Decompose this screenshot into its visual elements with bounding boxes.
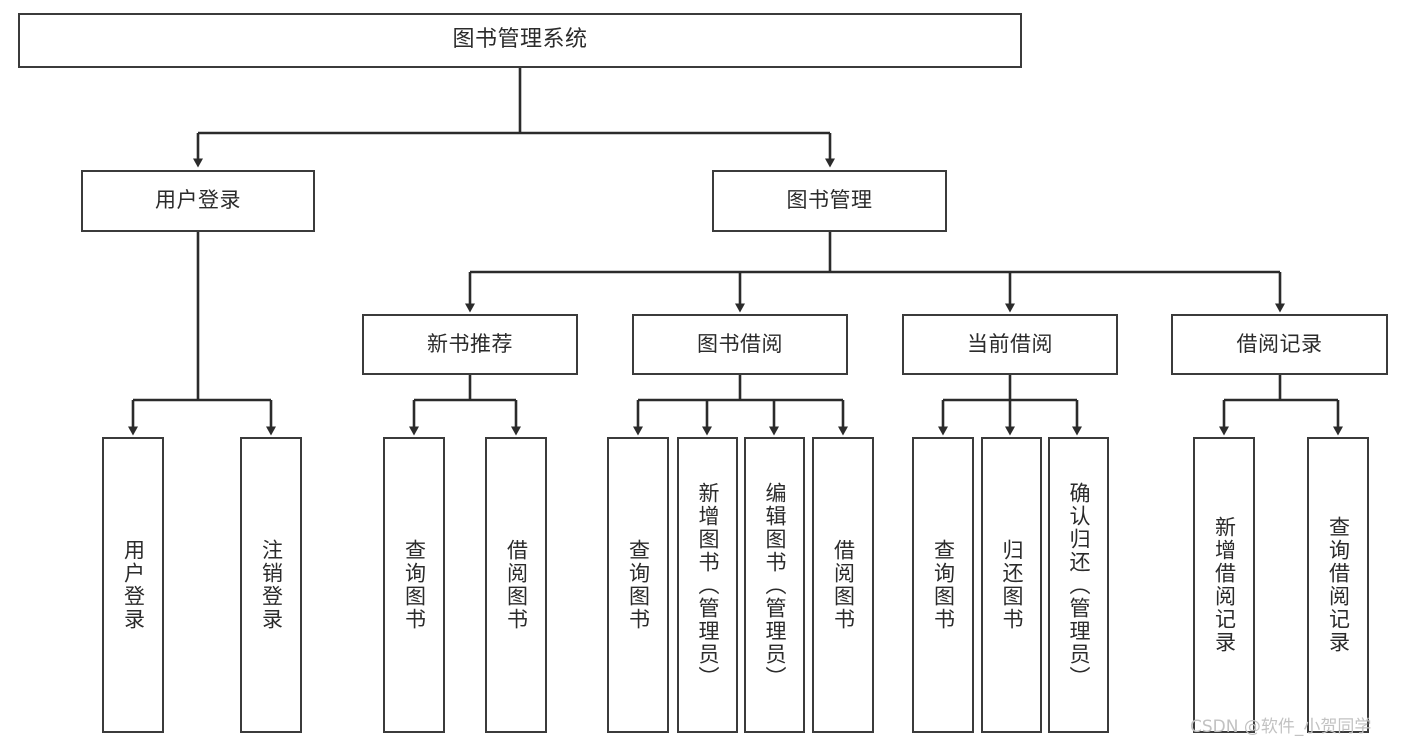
node-label: 查询图书 — [626, 539, 651, 631]
leaf-current-confirm-return-admin[interactable]: 确认归还（管理员） — [1048, 437, 1109, 733]
csdn-watermark: CSDN @软件_小贺同学 — [1190, 717, 1372, 737]
node-label: 归还图书 — [1000, 539, 1024, 631]
node-label: 用户登录 — [155, 188, 241, 213]
node-borrow-records[interactable]: 借阅记录 — [1171, 314, 1388, 375]
leaf-borrow-add-book-admin[interactable]: 新增图书（管理员） — [677, 437, 738, 733]
leaf-borrow-borrow-book[interactable]: 借阅图书 — [812, 437, 874, 733]
node-new-book-recommend[interactable]: 新书推荐 — [362, 314, 578, 375]
node-book-management[interactable]: 图书管理 — [712, 170, 947, 232]
leaf-new-books-borrow-book[interactable]: 借阅图书 — [485, 437, 547, 733]
node-label: 图书管理 — [786, 188, 873, 213]
node-label: 查询图书 — [402, 539, 427, 631]
leaf-new-books-query-book[interactable]: 查询图书 — [383, 437, 445, 733]
node-label: 借阅记录 — [1236, 331, 1323, 356]
node-label: 借阅图书 — [504, 539, 529, 631]
leaf-current-query-book[interactable]: 查询图书 — [912, 437, 974, 733]
node-label: 借阅图书 — [831, 539, 856, 631]
node-root-system[interactable]: 图书管理系统 — [18, 13, 1022, 68]
node-user-login[interactable]: 用户登录 — [81, 170, 315, 232]
leaf-borrow-query-book[interactable]: 查询图书 — [607, 437, 669, 733]
node-label: 用户登录 — [121, 539, 146, 631]
node-label: 查询图书 — [931, 539, 956, 631]
node-label: 新书推荐 — [427, 331, 513, 356]
leaf-borrow-edit-book-admin[interactable]: 编辑图书（管理员） — [744, 437, 805, 733]
leaf-records-query-record[interactable]: 查询借阅记录 — [1307, 437, 1369, 733]
leaf-records-add-record[interactable]: 新增借阅记录 — [1193, 437, 1255, 733]
node-label: 注销登录 — [259, 539, 284, 631]
node-label: 新增借阅记录 — [1212, 516, 1237, 654]
node-current-borrow[interactable]: 当前借阅 — [902, 314, 1118, 375]
leaf-current-return-book[interactable]: 归还图书 — [981, 437, 1042, 733]
node-label: 新增图书（管理员） — [696, 481, 720, 689]
node-label: 图书借阅 — [697, 331, 783, 356]
node-label: 编辑图书（管理员） — [763, 481, 787, 689]
node-label: 图书管理系统 — [452, 27, 588, 53]
node-label: 当前借阅 — [967, 331, 1053, 356]
leaf-user-login-logout[interactable]: 注销登录 — [240, 437, 302, 733]
node-book-borrow[interactable]: 图书借阅 — [632, 314, 848, 375]
node-label: 查询借阅记录 — [1326, 516, 1351, 654]
node-label: 确认归还（管理员） — [1067, 481, 1091, 689]
leaf-user-login-login[interactable]: 用户登录 — [102, 437, 164, 733]
